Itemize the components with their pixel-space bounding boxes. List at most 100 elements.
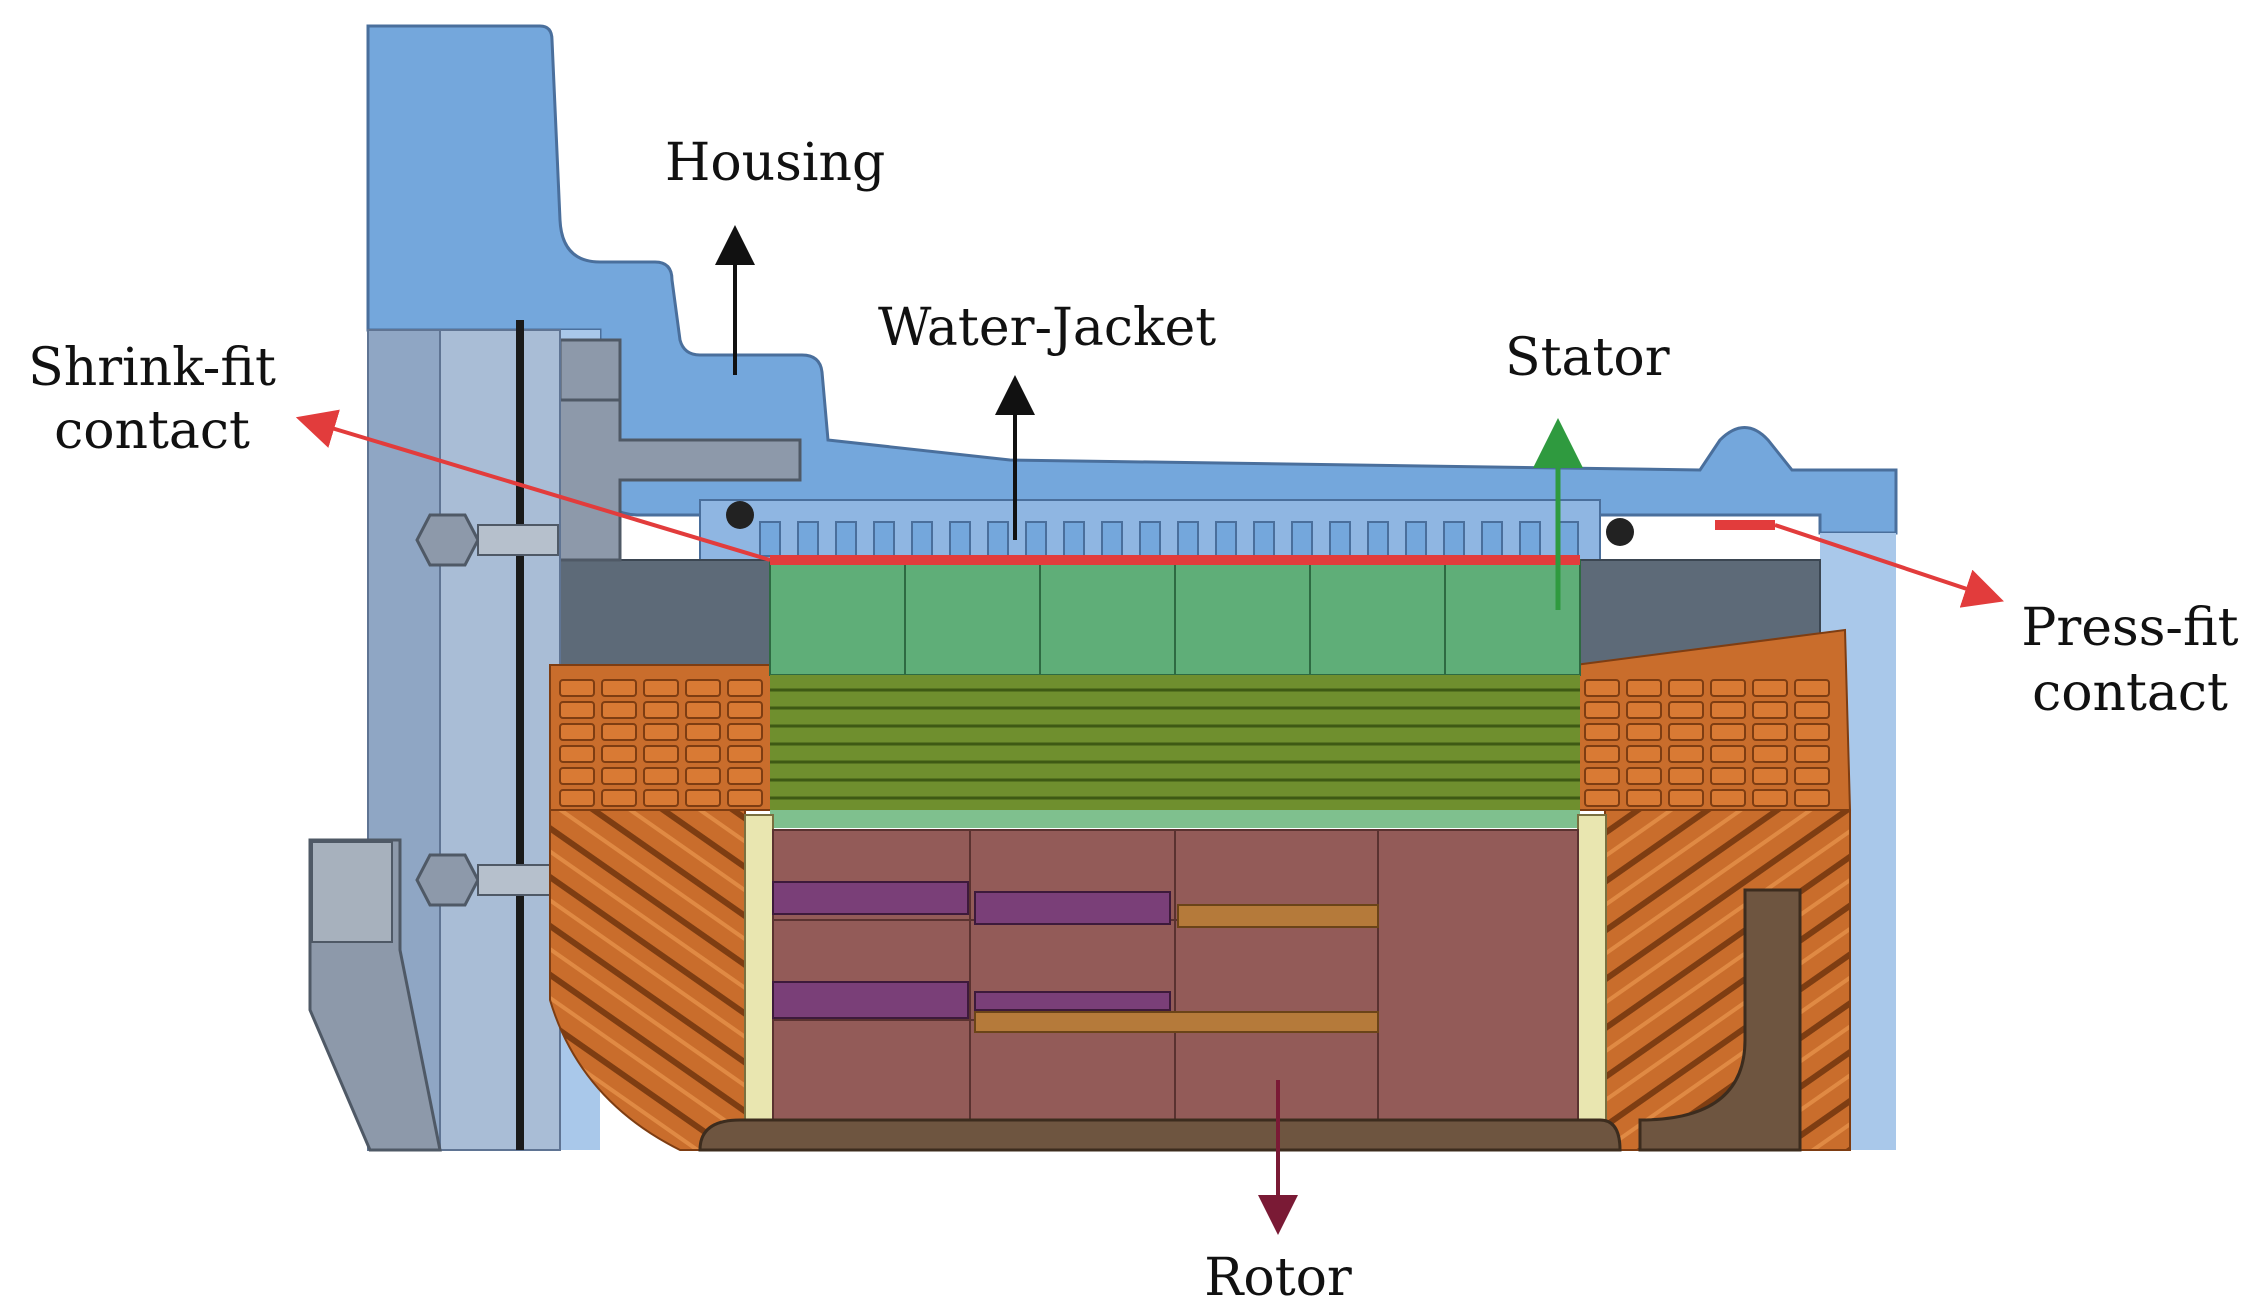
conductor-block [1626, 745, 1662, 763]
label-rotor: Rotor [1204, 1248, 1352, 1308]
o-ring-left [726, 501, 754, 529]
label-shrink-fit-line1: Shrink-fit [28, 338, 276, 398]
water-jacket-rib [1101, 521, 1123, 557]
conductor-block [1668, 723, 1704, 741]
conductor-block [685, 789, 721, 807]
label-water-jacket: Water-Jacket [878, 298, 1216, 358]
conductor-block [601, 701, 637, 719]
conductor-block [685, 767, 721, 785]
water-jacket-rib [1291, 521, 1313, 557]
magnet [772, 981, 969, 1019]
end-winding-left-slots [559, 679, 763, 807]
conductor-block [1794, 701, 1830, 719]
conductor-block [643, 767, 679, 785]
conductor-block [685, 701, 721, 719]
o-ring-right [1606, 518, 1634, 546]
water-jacket-rib [1481, 521, 1503, 557]
stator-core-segments [904, 560, 1446, 675]
magnet [772, 881, 969, 915]
lower-bolt [415, 853, 559, 907]
water-jacket-rib [1557, 521, 1579, 557]
conductor-block [559, 767, 595, 785]
water-jacket-rib [987, 521, 1009, 557]
end-winding-right-slots [1584, 679, 1830, 807]
conductor-block [559, 723, 595, 741]
rotor-part [698, 814, 1802, 1152]
water-jacket-rib [949, 521, 971, 557]
conductor-block [1752, 679, 1788, 697]
conductor-block [643, 679, 679, 697]
conductor-block [643, 701, 679, 719]
conductor-block [601, 679, 637, 697]
conductor-block [727, 789, 763, 807]
water-jacket-rib [873, 521, 895, 557]
water-jacket-rib [835, 521, 857, 557]
conductor-block [1710, 767, 1746, 785]
air-gap [770, 810, 1580, 828]
rotor-shaft [698, 1118, 1622, 1152]
conductor-block [1710, 723, 1746, 741]
conductor-block [559, 745, 595, 763]
conductor-block [1710, 789, 1746, 807]
conductor-block [601, 767, 637, 785]
conductor-block [727, 701, 763, 719]
conductor-block [1668, 745, 1704, 763]
water-jacket-rib [1443, 521, 1465, 557]
conductor-block [727, 679, 763, 697]
water-jacket-rib [1177, 521, 1199, 557]
water-jacket-rib [1329, 521, 1351, 557]
water-jacket-rib [1063, 521, 1085, 557]
stator-slot-lines [770, 688, 1580, 800]
conductor-block [559, 679, 595, 697]
conductor-block [1668, 679, 1704, 697]
label-shrink-fit-line2: contact [54, 401, 250, 461]
water-jacket-rib [1519, 521, 1541, 557]
conductor-block [1584, 789, 1620, 807]
conductor-block [559, 701, 595, 719]
conductor-block [1752, 723, 1788, 741]
conductor-block [601, 745, 637, 763]
arrow-left-icon [295, 409, 771, 562]
water-jacket-rib [1367, 521, 1389, 557]
housing-body [366, 24, 1898, 535]
conductor-block [1626, 789, 1662, 807]
upper-bolt [415, 513, 559, 567]
conductor-block [1584, 767, 1620, 785]
arrow-right-icon [1774, 523, 2004, 608]
label-press-fit-line2: contact [2032, 663, 2228, 723]
water-jacket-rib [911, 521, 933, 557]
conductor-block [601, 723, 637, 741]
conductor-block [1626, 767, 1662, 785]
water-jacket-rib [1215, 521, 1237, 557]
conductor-block [1794, 789, 1830, 807]
bottom-bracket-block [311, 841, 393, 943]
magnet [974, 891, 1171, 925]
conductor-block [1668, 767, 1704, 785]
conductor-block [1794, 723, 1830, 741]
conductor-block [1710, 701, 1746, 719]
rotor-end-ring-left [744, 814, 774, 1121]
label-stator: Stator [1505, 328, 1670, 388]
conductor-block [1668, 701, 1704, 719]
conductor-block [1584, 723, 1620, 741]
water-jacket-rib [1139, 521, 1161, 557]
water-jacket-rib [1405, 521, 1427, 557]
conductor-block [643, 745, 679, 763]
conductor-block [643, 789, 679, 807]
rotor-right-bracket [1638, 888, 1802, 1152]
conductor-block [1626, 679, 1662, 697]
conductor-block [685, 745, 721, 763]
conductor-block [727, 745, 763, 763]
conductor-block [1752, 745, 1788, 763]
conductor-block [1626, 723, 1662, 741]
conductor-block [643, 723, 679, 741]
conductor-block [727, 723, 763, 741]
conductor-block [559, 789, 595, 807]
conductor-block [1710, 745, 1746, 763]
water-jacket-rib [759, 521, 781, 557]
conductor-block [1794, 745, 1830, 763]
water-jacket-ribs [759, 521, 1579, 557]
end-winding-left-lower [549, 809, 746, 1151]
water-jacket-rib [1253, 521, 1275, 557]
